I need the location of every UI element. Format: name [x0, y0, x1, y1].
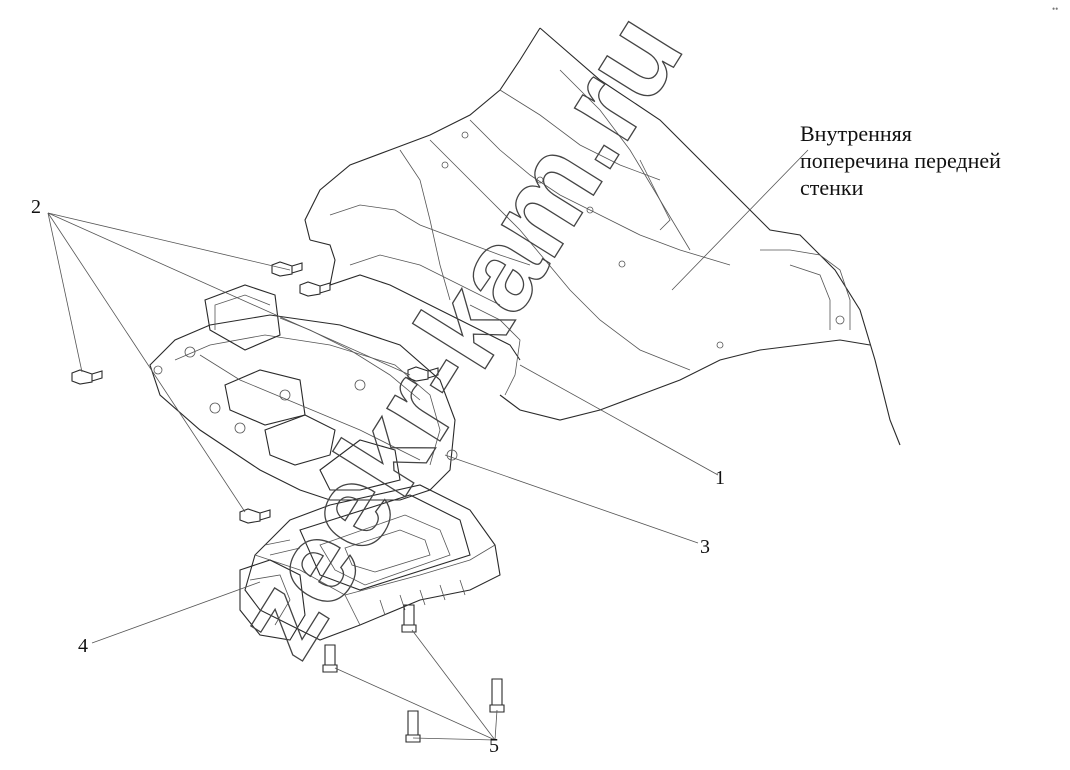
- callout-5: 5: [489, 735, 499, 757]
- bolt-drawings: [71, 261, 505, 743]
- callout-1: 1: [715, 467, 725, 489]
- corner-mark: ••: [1052, 4, 1059, 14]
- part-annotation: Внутренняя поперечина передней стенки: [800, 121, 1001, 200]
- watermark: zeekr-kam.ru: [210, 0, 708, 679]
- callout-2: 2: [31, 196, 41, 218]
- body-panel-drawing: [304, 27, 901, 446]
- callout-3: 3: [700, 536, 710, 558]
- callout-4: 4: [78, 635, 88, 657]
- leader-lines: [47, 149, 809, 741]
- bracket-plate-drawing: [149, 284, 458, 501]
- control-module-drawing: [239, 484, 501, 641]
